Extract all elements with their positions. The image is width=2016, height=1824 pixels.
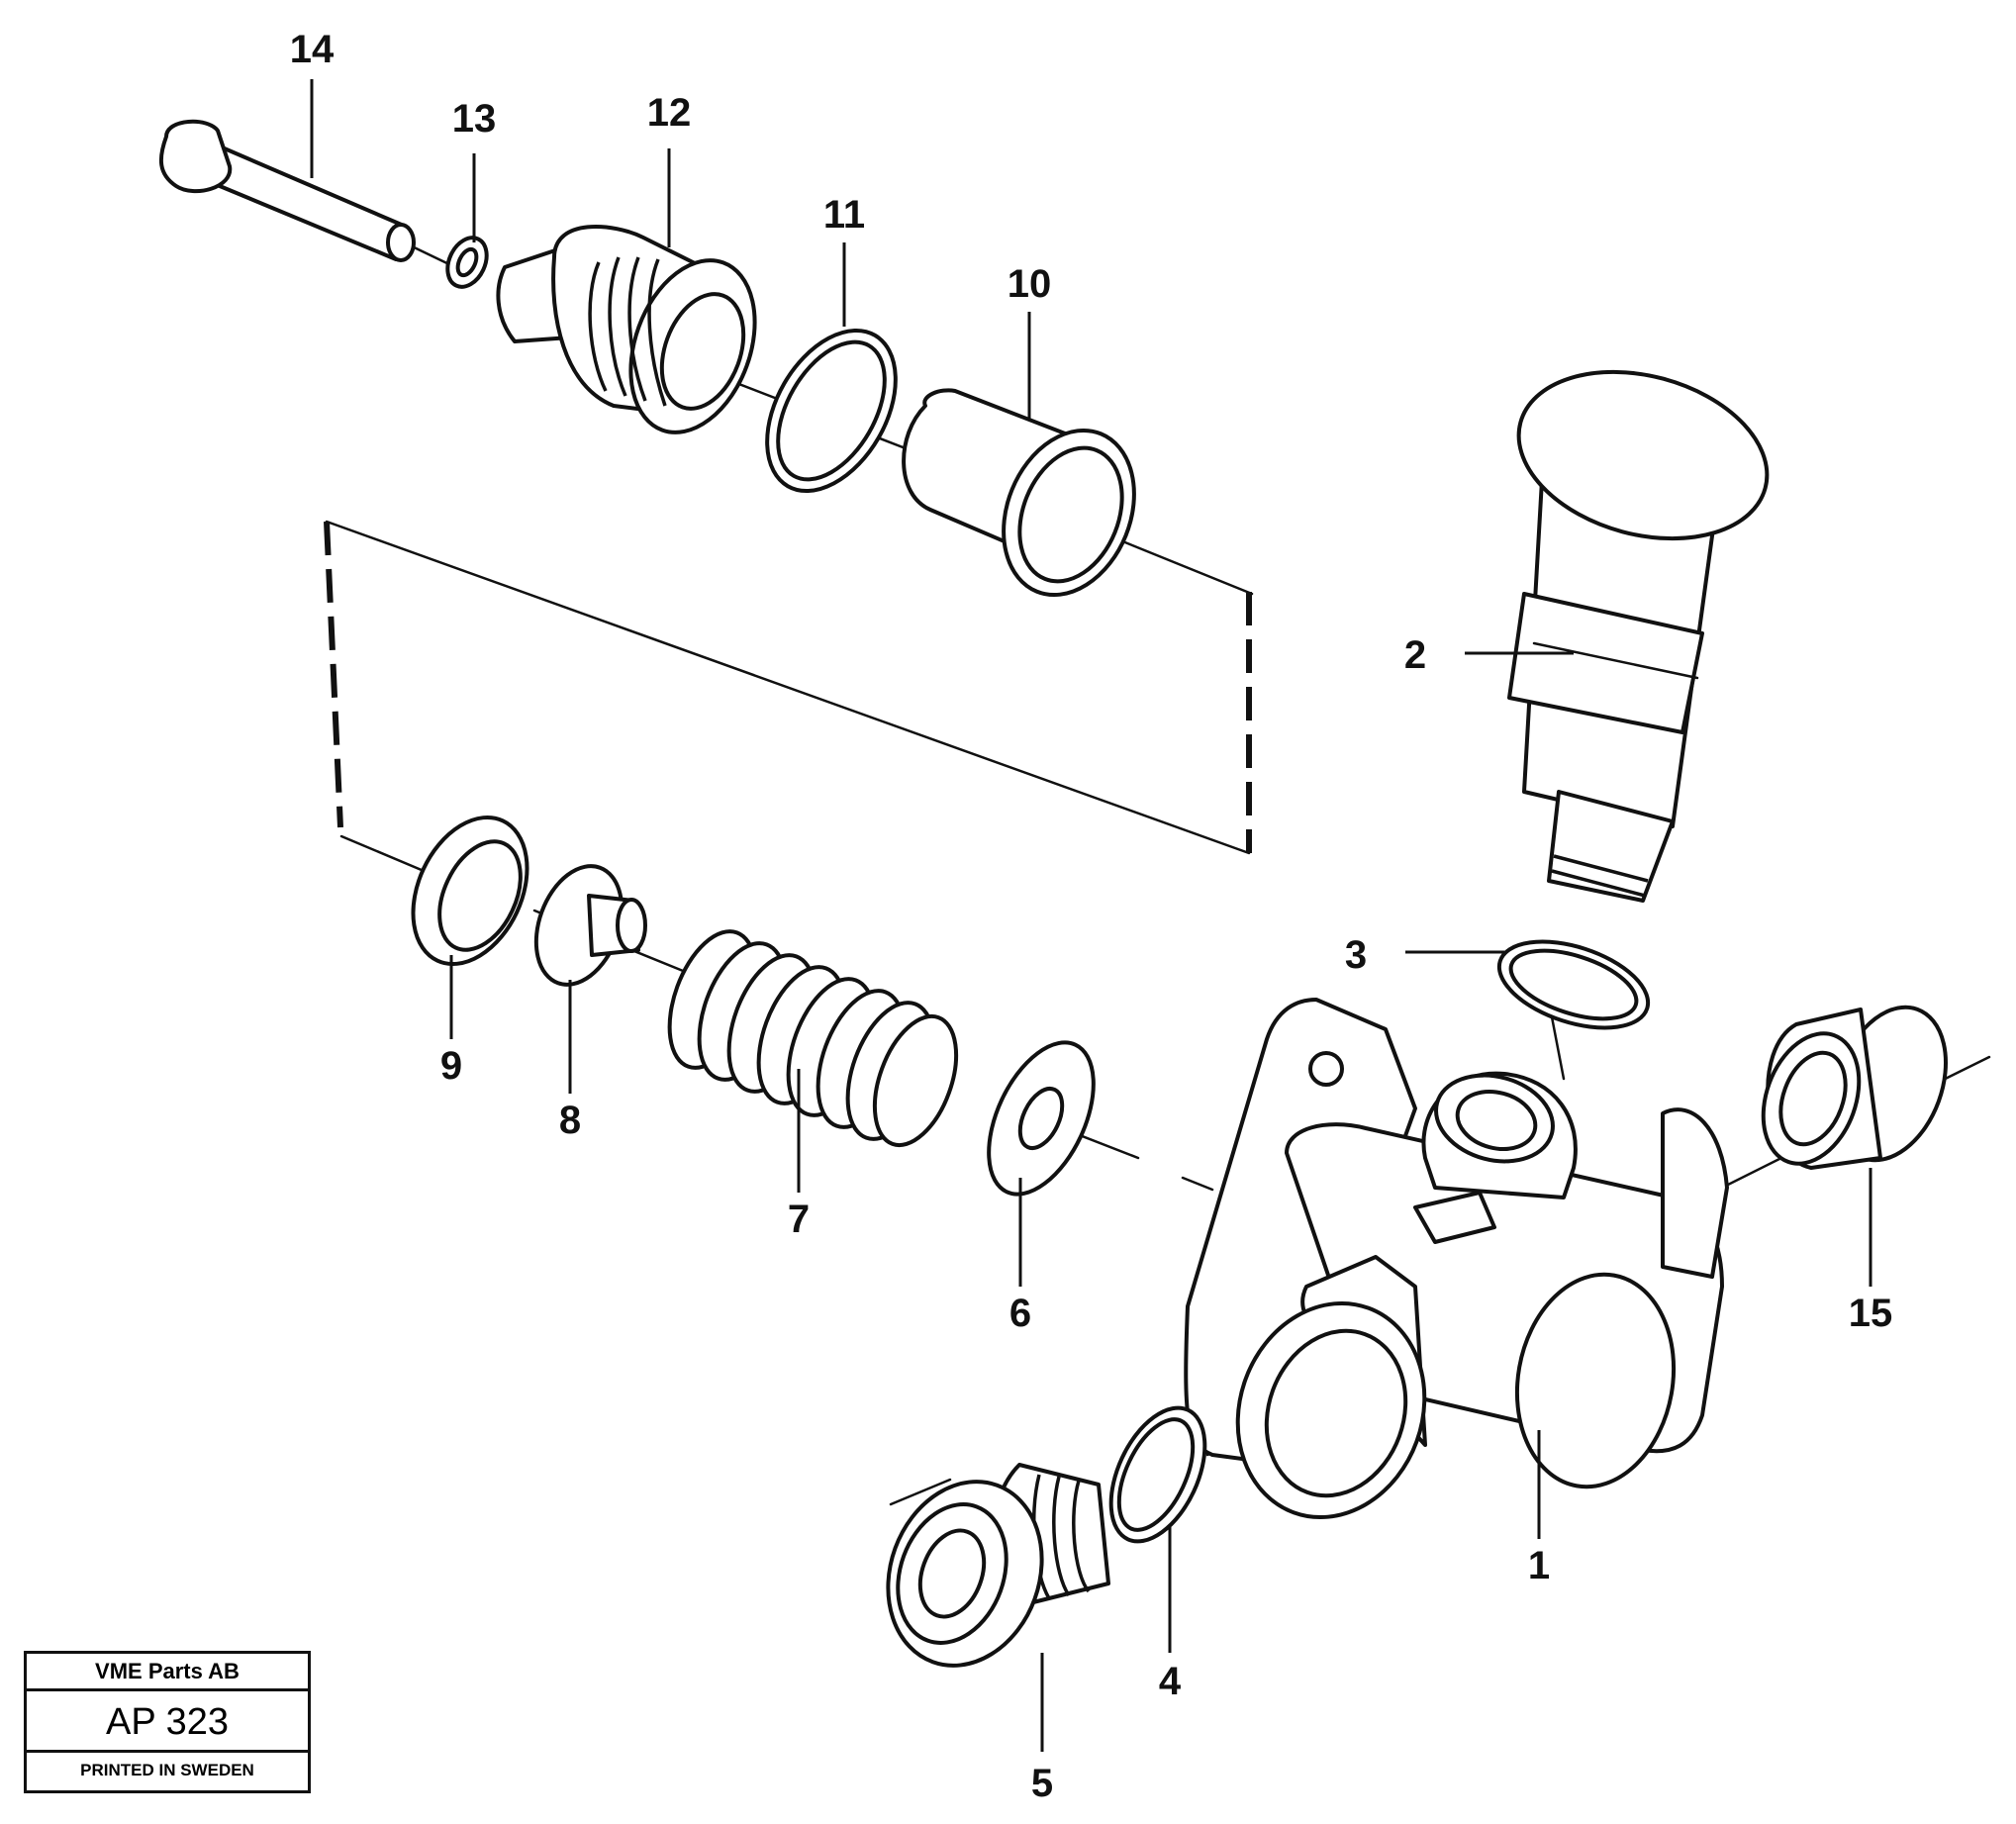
callout-14: 14 <box>290 28 335 71</box>
callout-7: 7 <box>788 1198 810 1241</box>
callout-13: 13 <box>452 97 497 141</box>
part-2-cartridge <box>1507 369 1770 903</box>
callout-2: 2 <box>1404 633 1426 677</box>
callout-6: 6 <box>1009 1292 1031 1335</box>
callout-15: 15 <box>1849 1292 1893 1335</box>
part-5-union-nipple <box>886 1463 1110 1668</box>
part-6-washer <box>987 1040 1096 1197</box>
company-name: VME Parts AB <box>27 1654 308 1691</box>
part-15-plug <box>1761 1005 1949 1170</box>
callout-4: 4 <box>1159 1660 1182 1703</box>
part-13-washer <box>445 236 489 289</box>
callout-10: 10 <box>1008 262 1052 306</box>
callout-11: 11 <box>823 193 865 237</box>
part-1-pump-housing <box>1184 998 1729 1520</box>
title-block: VME Parts AB AP 323 PRINTED IN SWEDEN <box>24 1651 311 1793</box>
part-4-sealing-ring <box>1108 1405 1207 1544</box>
callout-3: 3 <box>1345 933 1367 977</box>
part-14-pin <box>158 119 416 262</box>
part-7-spring <box>667 929 959 1148</box>
callout-12: 12 <box>647 91 692 135</box>
part-9-seat-ring <box>411 815 529 967</box>
part-12-threaded-plug <box>496 224 757 434</box>
subassembly-frame <box>324 520 1252 855</box>
callout-8: 8 <box>559 1099 581 1142</box>
callout-numbers: 14 13 12 11 10 2 3 9 8 7 6 1 4 5 15 <box>290 28 1893 1805</box>
callout-5: 5 <box>1031 1762 1053 1805</box>
callout-9: 9 <box>440 1044 462 1088</box>
part-3-o-ring <box>1496 939 1651 1030</box>
part-10-sleeve <box>902 388 1136 598</box>
callout-1: 1 <box>1528 1544 1550 1587</box>
callout-leaders <box>310 79 1872 1752</box>
part-8-valve <box>533 864 647 987</box>
printed-note: PRINTED IN SWEDEN <box>80 1761 254 1779</box>
part-11-o-ring <box>765 328 898 494</box>
drawing-code: AP 323 <box>27 1691 308 1753</box>
